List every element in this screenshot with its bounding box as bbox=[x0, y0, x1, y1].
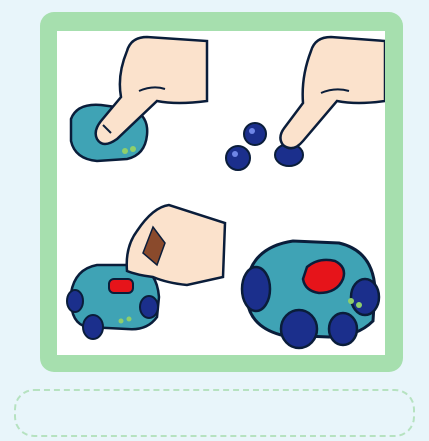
step-3-attach-window-illustration bbox=[67, 205, 225, 339]
caption-box[interactable] bbox=[14, 389, 415, 437]
wheel-balls-icon bbox=[226, 37, 385, 170]
step-2-wheel-balls-illustration bbox=[226, 37, 385, 170]
step-1-roll-body-illustration bbox=[71, 37, 207, 161]
attach-window-icon bbox=[67, 205, 225, 339]
finished-car-icon bbox=[242, 241, 379, 348]
step-4-finished-car-illustration bbox=[242, 241, 379, 348]
illustration-panel bbox=[57, 31, 385, 355]
roll-body-icon bbox=[71, 37, 207, 161]
